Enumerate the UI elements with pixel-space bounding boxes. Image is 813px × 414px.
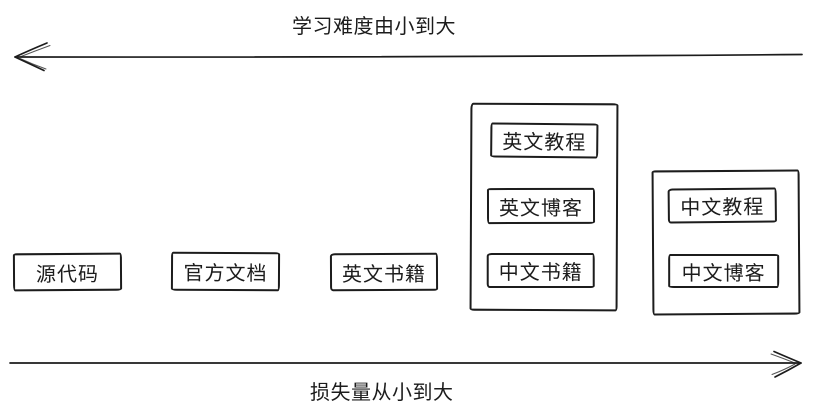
group-mixed-resources: 英文教程 英文博客 中文书籍 <box>469 102 619 312</box>
node-chinese-blogs: 中文博客 <box>668 253 780 289</box>
node-english-tutorials: 英文教程 <box>490 122 599 159</box>
right-arrow-icon <box>9 350 802 378</box>
group-chinese-resources: 中文教程 中文博客 <box>651 169 801 316</box>
bottom-axis-label: 损失量从小到大 <box>310 380 454 404</box>
node-label: 中文教程 <box>680 194 765 220</box>
node-label: 中文博客 <box>681 260 766 285</box>
node-chinese-books: 中文书籍 <box>486 252 595 288</box>
node-english-blogs: 英文博客 <box>486 187 596 225</box>
node-label: 英文书籍 <box>341 261 427 286</box>
node-source-code: 源代码 <box>12 252 123 292</box>
node-label: 英文教程 <box>502 129 587 155</box>
node-english-books: 英文书籍 <box>329 252 439 292</box>
node-official-docs: 官方文档 <box>170 251 281 292</box>
top-axis-label: 学习难度由小到大 <box>292 14 456 38</box>
node-label: 官方文档 <box>183 260 268 286</box>
node-label: 源代码 <box>35 261 100 286</box>
left-arrow-icon <box>14 42 803 72</box>
node-label: 中文书籍 <box>498 259 583 284</box>
node-label: 英文博客 <box>498 195 584 220</box>
node-chinese-tutorials: 中文教程 <box>667 187 777 224</box>
